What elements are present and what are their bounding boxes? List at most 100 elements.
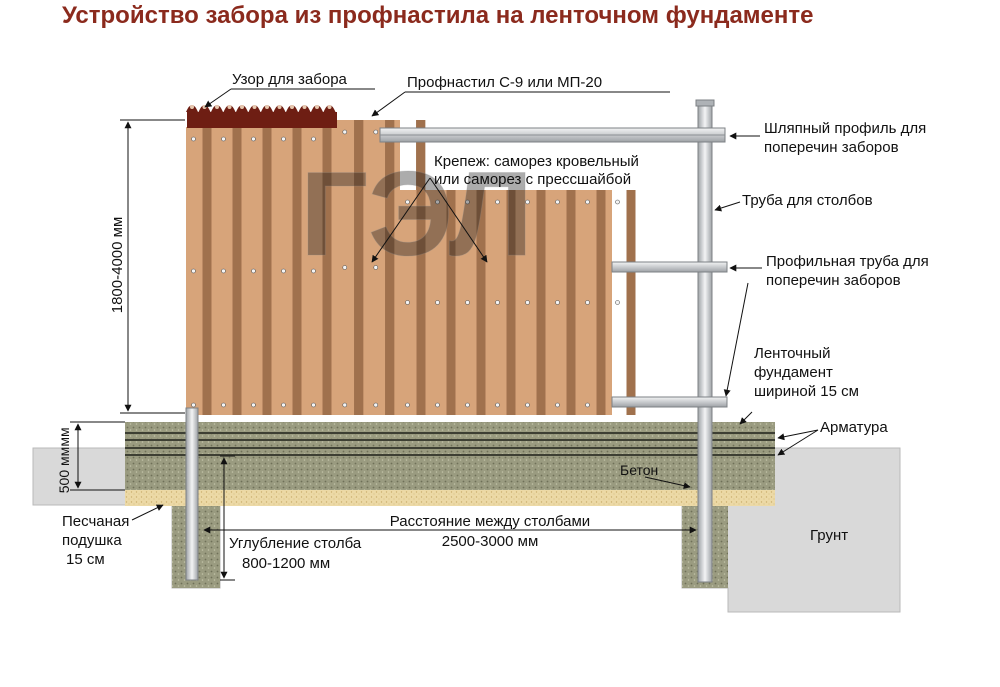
callout-pipe-posts: Труба для столбов (714, 192, 873, 212)
screw (465, 402, 470, 408)
screw (373, 402, 379, 408)
sheet-rib (354, 120, 364, 415)
distance-dimension: Расстояние между столбами 2500-3000 мм (203, 513, 697, 550)
screw (191, 136, 196, 142)
pattern-dot (302, 105, 307, 109)
callout-sand: Песчаная подушка 15 см (62, 504, 164, 568)
screw (221, 136, 226, 142)
height-label: 1800-4000 мм (109, 217, 126, 314)
depth-dimension: Углубление столба 800-1200 мм (220, 455, 362, 581)
callout-concrete: Бетон (620, 462, 691, 490)
label-profile-pipe-1: Профильная труба для (766, 253, 929, 270)
screw (405, 402, 410, 408)
profile-pipe-rail-middle (611, 261, 728, 273)
screw (555, 402, 560, 408)
screw (435, 300, 440, 305)
label-sand-3: 15 см (66, 551, 105, 568)
right-post-cap (695, 99, 715, 107)
pattern-dot (252, 105, 257, 109)
screw (405, 199, 410, 205)
label-hat-profile-1: Шляпный профиль для (764, 120, 926, 137)
foundation-height-label: 500 мм (56, 447, 72, 494)
pattern-dot (227, 105, 232, 109)
screw (495, 300, 500, 305)
screw (281, 136, 286, 142)
pattern-dot (277, 105, 282, 109)
screw (555, 199, 560, 205)
sheet-rib (476, 190, 486, 415)
callout-fastener: Крепеж: саморез кровельный или саморез с… (371, 153, 639, 263)
screw (465, 300, 470, 305)
label-sand-1: Песчаная (62, 513, 129, 530)
depth-label-1: Углубление столба (229, 535, 362, 552)
height-dimension: 1800-4000 мм (109, 119, 185, 414)
callout-rebar: Арматура (777, 419, 888, 456)
label-fastener-1: Крепеж: саморез кровельный (434, 153, 639, 170)
label-rebar: Арматура (820, 419, 888, 436)
screw (435, 402, 440, 408)
label-sand-2: подушка (62, 532, 122, 549)
sheet-rib (566, 190, 576, 415)
label-strip-3: шириной 15 см (754, 383, 859, 400)
label-strip-2: фундамент (754, 364, 833, 381)
diagram-title: Устройство забора из профнастила на лент… (62, 2, 814, 29)
screw (281, 268, 286, 274)
screw (251, 136, 256, 142)
screw (311, 268, 316, 274)
sand-cushion (125, 490, 775, 506)
sheet-rib (626, 190, 636, 415)
screw (405, 300, 410, 305)
screw (615, 199, 620, 205)
distance-label-2: 2500-3000 мм (442, 533, 539, 550)
screw (373, 129, 379, 135)
sheet-rib (292, 127, 302, 415)
sheet-rib (416, 190, 426, 415)
screw (311, 402, 316, 408)
screw (525, 300, 530, 305)
left-post (185, 407, 199, 581)
pattern-dot (240, 105, 244, 109)
screw (555, 300, 560, 305)
pattern-dot (265, 105, 269, 109)
label-profnastil: Профнастил С-9 или МП-20 (407, 74, 602, 91)
callout-profile-pipe: Профильная труба для поперечин заборов (723, 253, 929, 397)
label-pipe-posts: Труба для столбов (742, 192, 873, 209)
screw (585, 300, 590, 305)
screw (585, 402, 590, 408)
sheet-rib (202, 127, 212, 415)
pattern-dot (202, 105, 207, 109)
label-hat-profile-2: поперечин заборов (764, 139, 899, 156)
screw (311, 136, 316, 142)
right-post (697, 103, 713, 583)
screw (585, 199, 590, 205)
foundation-height-dimension: мм 500 мм (56, 421, 125, 494)
screw (465, 199, 470, 205)
callout-hat-profile: Шляпный профиль для поперечин заборов (729, 120, 926, 156)
label-fastener-2: или саморез с прессшайбой (434, 171, 631, 188)
label-strip-1: Ленточный (754, 345, 830, 362)
pattern-dot (315, 105, 319, 109)
screw (251, 268, 256, 274)
pattern-dot (215, 105, 219, 109)
screw (373, 265, 379, 270)
label-ground: Грунт (810, 527, 848, 544)
label-concrete: Бетон (620, 462, 658, 478)
screw (191, 268, 196, 274)
fence-pattern (186, 105, 337, 128)
profile-pipe-rail-bottom (611, 396, 728, 408)
pattern-dot (190, 105, 194, 109)
screw (251, 402, 256, 408)
sheet-rib (385, 120, 395, 415)
callout-pattern: Узор для забора (204, 71, 375, 108)
sheet-rib (262, 127, 272, 415)
label-pattern: Узор для забора (232, 71, 348, 88)
pattern-dot (327, 105, 332, 109)
callout-profnastil: Профнастил С-9 или МП-20 (371, 74, 670, 117)
screw (191, 402, 196, 408)
screw (435, 199, 440, 205)
sheet-rib (536, 190, 546, 415)
sheet-rib (596, 190, 606, 415)
screw (495, 199, 500, 205)
profnastil-sheets (186, 120, 636, 415)
